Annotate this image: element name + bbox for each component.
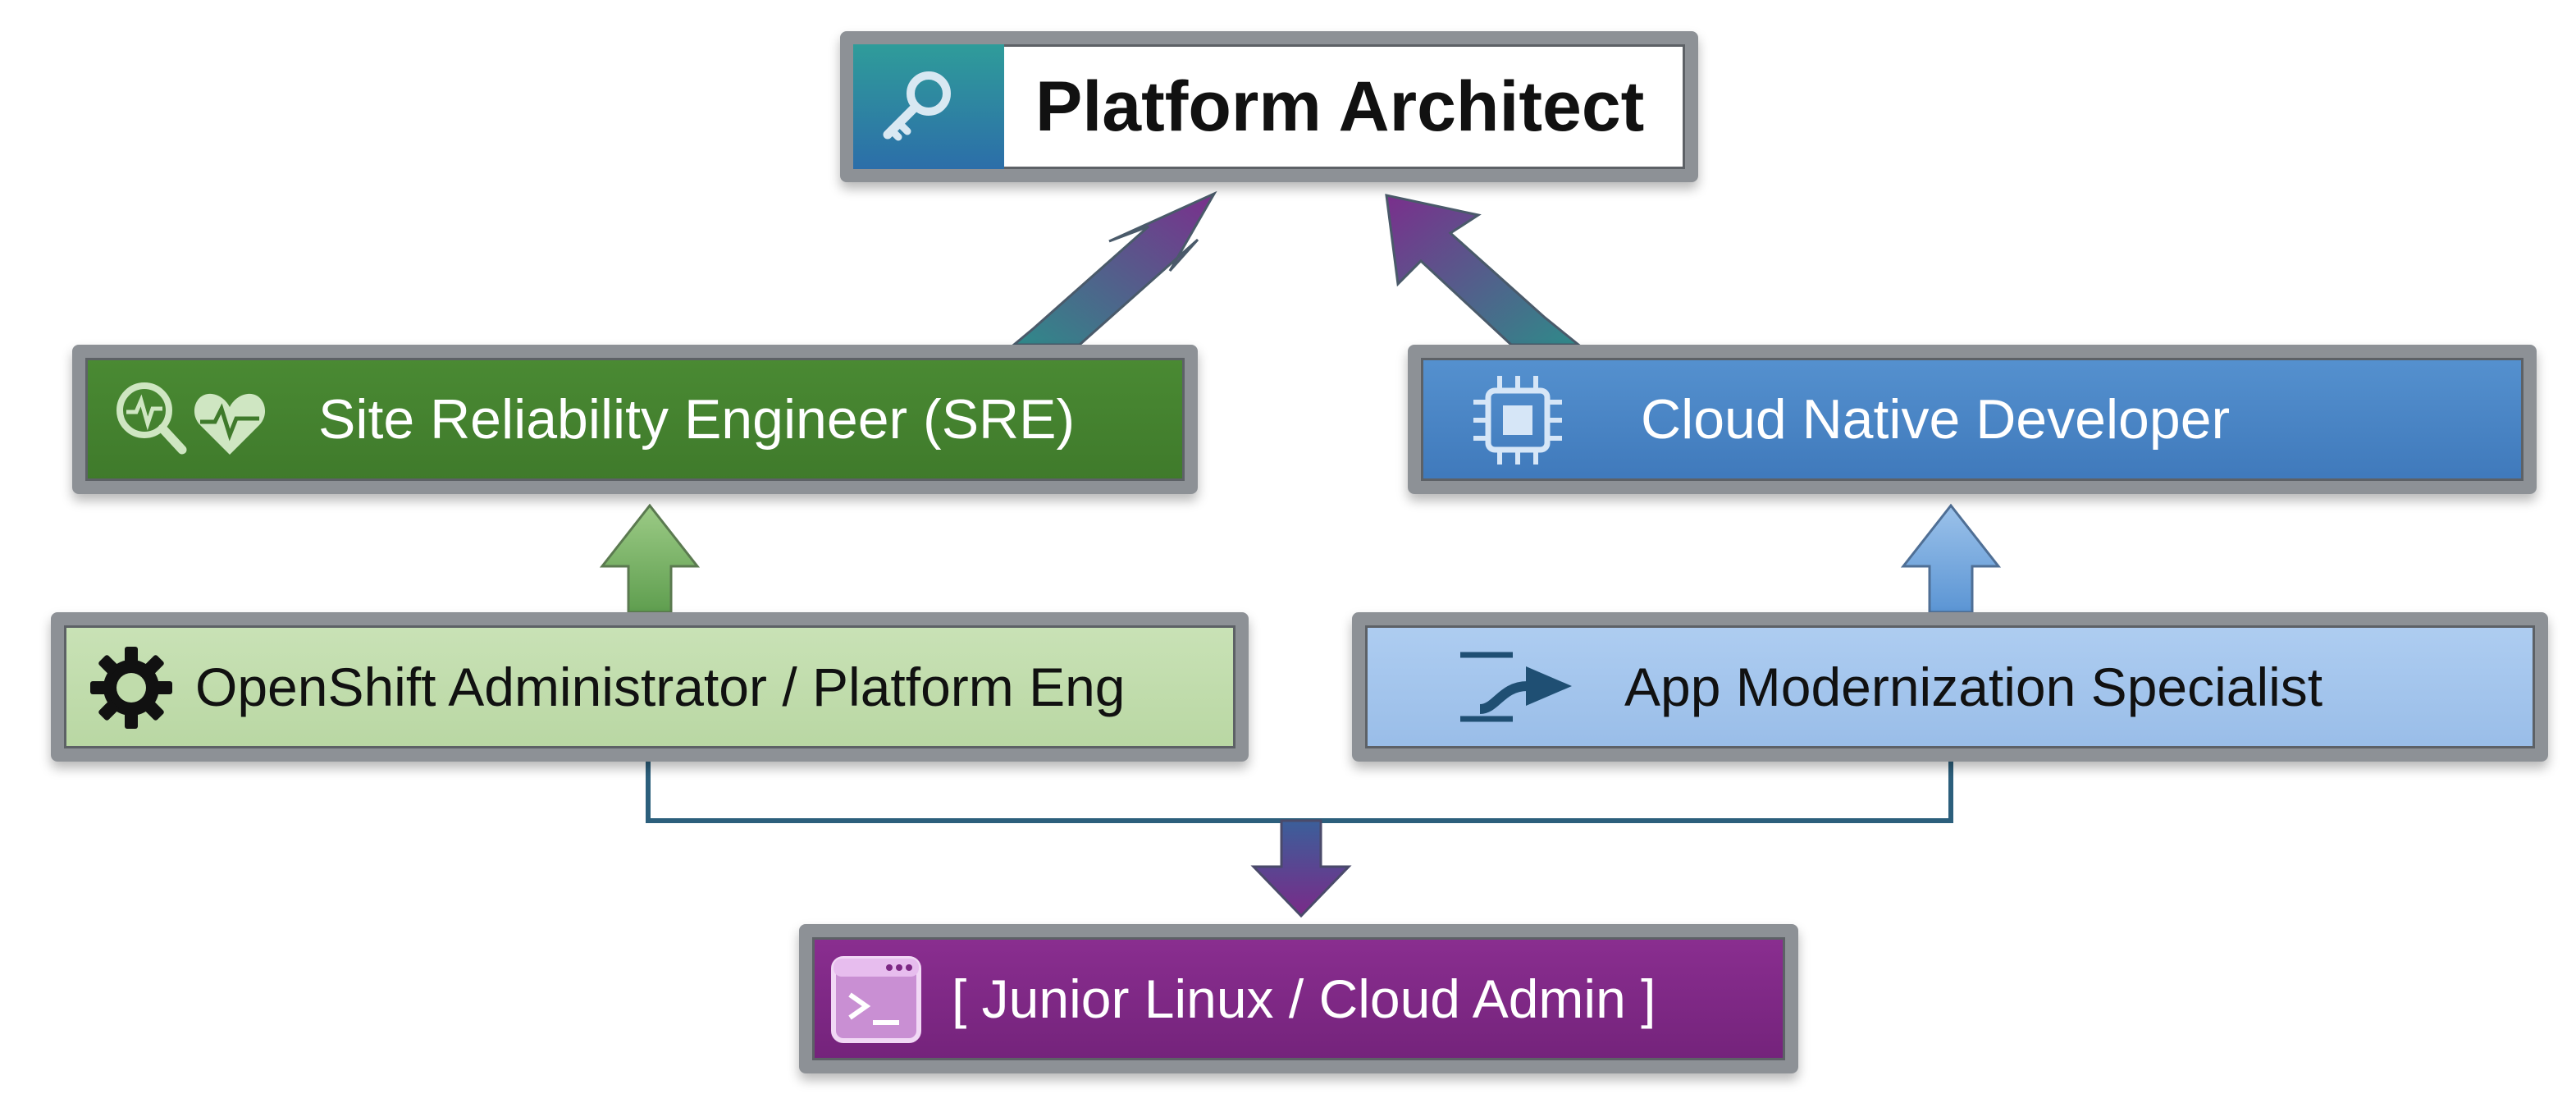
arrow-appmod-to-cnd [1900,503,2002,614]
node-label: [ Junior Linux / Cloud Admin ] [952,968,1656,1029]
node-junior-linux-cloud-admin: [ Junior Linux / Cloud Admin ] [799,924,1798,1073]
node-label: App Modernization Specialist [1624,657,2323,717]
node-label: OpenShift Administrator / Platform Eng [195,657,1126,717]
chip-icon [1473,376,1562,465]
arrow-down-to-junior [1250,819,1352,918]
node-label: Cloud Native Developer [1641,388,2231,451]
node-label: Site Reliability Engineer (SRE) [318,388,1076,451]
arrow-sre-to-architect [1010,190,1217,346]
node-label: Platform Architect [1035,66,1645,146]
node-cloud-native-developer: Cloud Native Developer [1408,345,2537,494]
key-icon [883,71,951,141]
gear-icon [90,647,172,729]
migrate-arrow-icon [1460,652,1572,722]
node-platform-architect: Platform Architect [840,31,1698,182]
arrow-openshift-to-sre [599,503,701,614]
node-openshift-administrator: OpenShift Administrator / Platform Eng [51,612,1249,762]
terminal-icon [831,956,921,1043]
architect-icon-panel [853,44,1004,169]
node-app-modernization-specialist: App Modernization Specialist [1352,612,2548,762]
monitoring-heartbeat-icon [116,382,266,455]
connector-bracket-to-junior [646,762,1953,823]
node-site-reliability-engineer: Site Reliability Engineer (SRE) [72,345,1198,494]
arrow-cnd-to-architect [1385,194,1583,346]
